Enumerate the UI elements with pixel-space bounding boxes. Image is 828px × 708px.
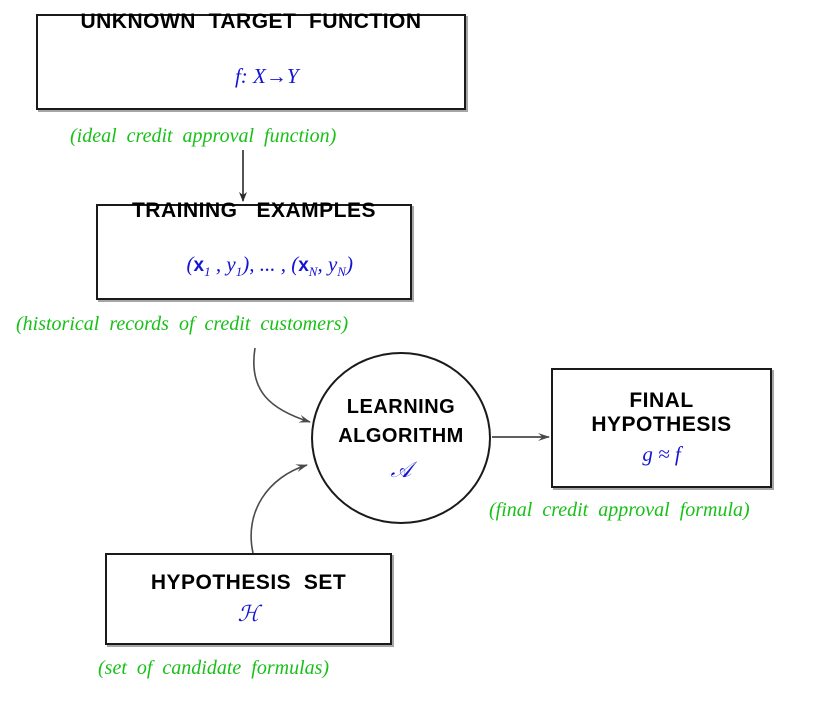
symbol-x1-subscript: 1 [204, 264, 211, 280]
hypothesis-set-symbol: ℋ [237, 600, 260, 626]
symbol-open-paren: ( [186, 252, 194, 277]
final-hypothesis-title-line1: FINAL [629, 389, 694, 413]
learning-algorithm-title-line2: ALGORITHM [338, 425, 464, 447]
symbol-yN-subscript: N [337, 264, 346, 280]
caption-historical-records-of-credit-customers: (historical records of credit customers) [16, 313, 349, 335]
learning-algorithm-symbol: 𝒜 [390, 457, 412, 482]
edge-hypothesis-set-to-algorithm [250, 464, 308, 554]
learning-algorithm-title-line1: LEARNING [346, 396, 456, 418]
final-hypothesis-title-line2: HYPOTHESIS [591, 413, 732, 436]
symbol-y1-subscript: 1 [235, 264, 243, 280]
node-hypothesis-set: HYPOTHESIS SET ℋ [105, 553, 392, 645]
training-examples-symbol: (x1 , y1), ... , (xN, yN) [155, 227, 353, 305]
symbol-comma-1: , [210, 252, 227, 277]
symbol-xN-subscript: N [308, 264, 318, 280]
node-learning-algorithm: LEARNING ALGORITHM 𝒜 [311, 352, 491, 524]
symbol-comma-2: , [317, 252, 328, 277]
edge-training-to-algorithm [253, 347, 311, 423]
final-hypothesis-symbol: g ≈ f [642, 441, 681, 466]
target-function-title: UNKNOWN TARGET FUNCTION [80, 10, 422, 34]
caption-ideal-credit-approval-function: (ideal credit approval function) [70, 125, 337, 147]
node-training-examples: TRAINING EXAMPLES (x1 , y1), ... , (xN, … [96, 199, 412, 300]
symbol-y1: y [226, 252, 236, 277]
hypothesis-set-title: HYPOTHESIS SET [150, 571, 347, 595]
symbol-xN: x [298, 255, 309, 277]
target-function-symbol-arrow: → [265, 63, 287, 88]
caption-final-credit-approval-formula: (final credit approval formula) [489, 499, 750, 521]
target-function-symbol-prefix: f: [234, 63, 254, 88]
target-function-symbol-range: Y [286, 63, 299, 88]
symbol-yN: y [327, 252, 338, 277]
training-examples-title: TRAINING EXAMPLES [131, 198, 377, 222]
caption-set-of-candidate-formulas: (set of candidate formulas) [98, 657, 330, 679]
symbol-middle-ellipsis: ), ... , ( [242, 252, 299, 277]
symbol-close-paren: ) [345, 252, 353, 277]
target-function-symbol: f: X→Y [203, 39, 299, 114]
symbol-x1: x [193, 255, 205, 277]
node-unknown-target-function: UNKNOWN TARGET FUNCTION f: X→Y [36, 10, 466, 110]
node-final-hypothesis: FINAL HYPOTHESIS g ≈ f [551, 368, 772, 488]
target-function-symbol-domain: X [253, 63, 266, 88]
